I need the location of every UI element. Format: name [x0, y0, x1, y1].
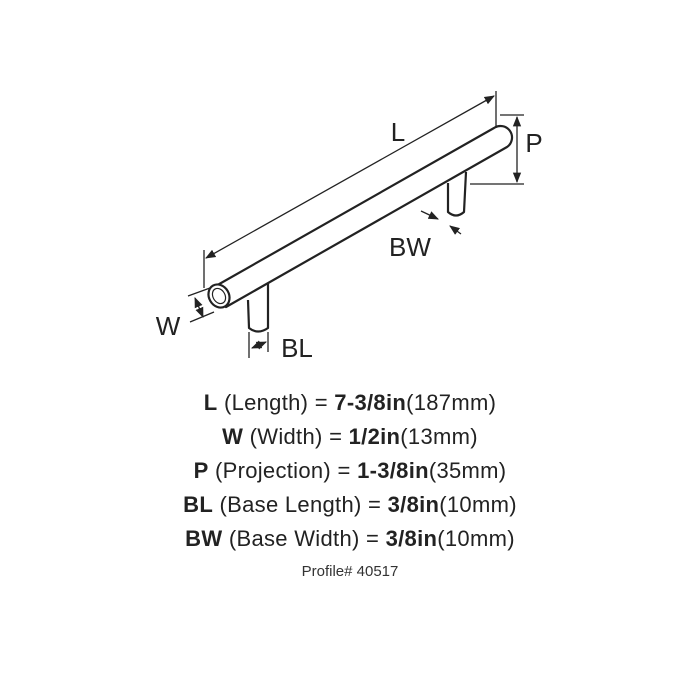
spec-value: 1-3/8in [357, 458, 429, 483]
spec-name: (Projection) [214, 458, 332, 483]
spec-equals: = [314, 390, 328, 415]
spec-code: BL [183, 492, 214, 517]
spec-code: L [203, 390, 218, 415]
spec-equals: = [368, 492, 382, 517]
width-label: W [156, 311, 181, 341]
spec-metric: (13mm) [400, 424, 478, 449]
spec-code: BW [185, 526, 223, 551]
base-width-label: BW [389, 232, 431, 262]
spec-metric: (10mm) [439, 492, 517, 517]
projection-label: P [525, 128, 542, 158]
spec-metric: (35mm) [428, 458, 507, 483]
spec-name: (Base Length) [219, 492, 362, 517]
near-post [246, 283, 270, 333]
base-width-arrow-right [449, 225, 462, 235]
handle-bar [212, 124, 514, 309]
spec-name: (Width) [249, 424, 323, 449]
spec-value: 1/2in [348, 424, 401, 449]
spec-line-base-width: BW (Base Width) = 3/8in(10mm) [0, 522, 700, 556]
profile-number: Profile# 40517 [301, 563, 399, 580]
spec-code: P [193, 458, 209, 483]
dimension-lines [187, 91, 524, 358]
spec-line-width: W (Width) = 1/2in(13mm) [0, 420, 700, 454]
spec-name: (Base Width) [228, 526, 360, 551]
spec-value: 3/8in [385, 526, 438, 551]
spec-equals: = [337, 458, 351, 483]
spec-line-projection: P (Projection) = 1-3/8in(35mm) [0, 454, 700, 488]
base-width-arrow-left [420, 210, 439, 220]
length-label: L [391, 117, 405, 147]
base-length-label: BL [281, 333, 313, 363]
base-length-dimension [251, 340, 267, 350]
spec-equals: = [329, 424, 343, 449]
spec-value: 7-3/8in [334, 390, 407, 415]
spec-code: W [222, 424, 244, 449]
spec-name: (Length) [223, 390, 309, 415]
width-extension-top [187, 287, 211, 297]
spec-equals: = [366, 526, 380, 551]
handle-drawing [207, 124, 514, 333]
spec-metric: (187mm) [406, 390, 497, 415]
length-dimension [205, 95, 495, 259]
width-dimension [194, 297, 204, 318]
spec-line-base-length: BL (Base Length) = 3/8in(10mm) [0, 488, 700, 522]
bar-end-cap-inner [211, 287, 227, 305]
dimension-spec-list: L (Length) = 7-3/8in(187mm) W (Width) = … [0, 386, 700, 556]
spec-line-length: L (Length) = 7-3/8in(187mm) [0, 386, 700, 420]
spec-metric: (10mm) [437, 526, 515, 551]
spec-value: 3/8in [387, 492, 440, 517]
